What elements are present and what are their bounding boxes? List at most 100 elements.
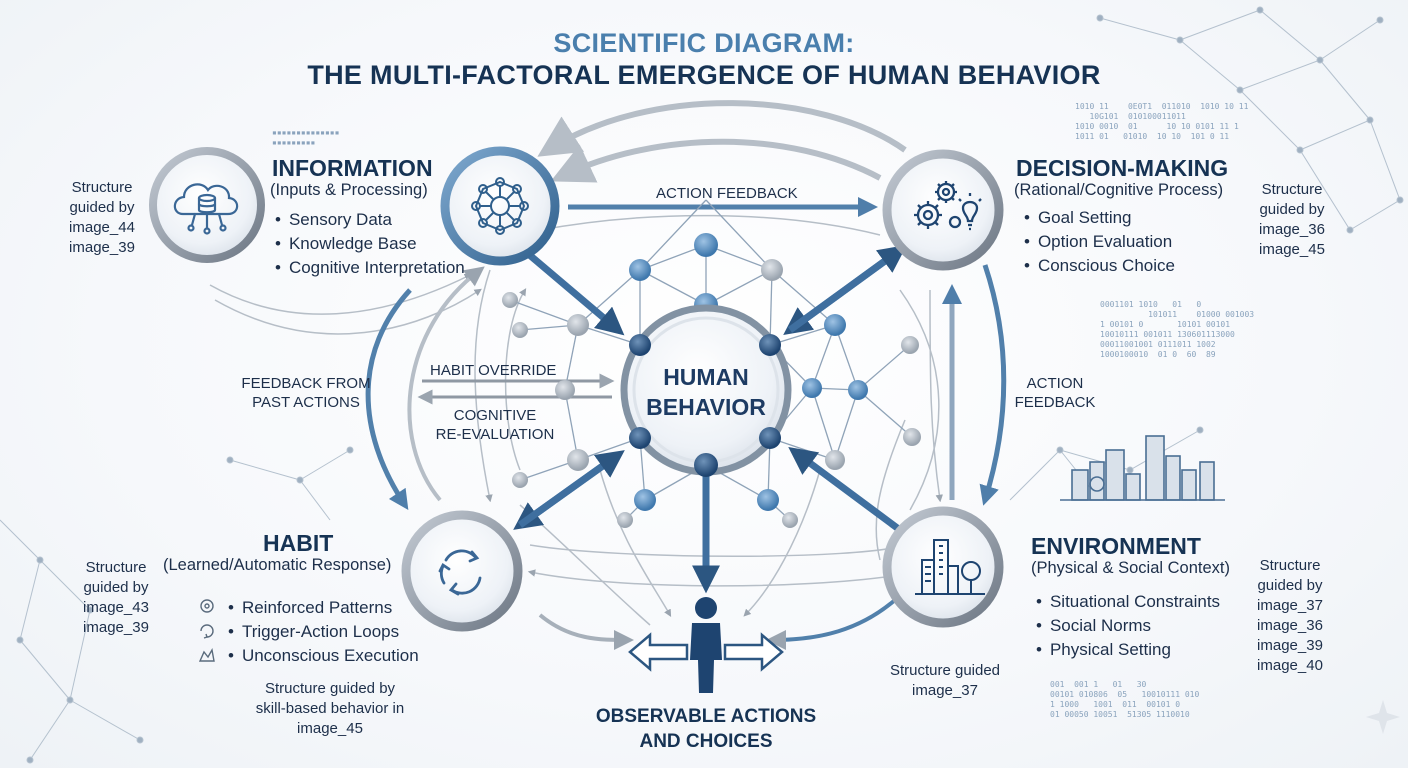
observable-actions-label: OBSERVABLE ACTIONS AND CHOICES — [566, 704, 846, 754]
decision-note: Structure guided by image_36 image_45 — [1252, 180, 1332, 260]
bottom-label-line: OBSERVABLE ACTIONS — [595, 706, 817, 727]
note-line: image_39 — [1257, 637, 1323, 654]
information-subtitle: (Inputs & Processing) — [270, 181, 428, 199]
curve-arrow-top-inner — [550, 138, 882, 183]
bottom-label-line: AND CHOICES — [639, 731, 773, 752]
person-choice-arrows-icon — [628, 597, 784, 693]
note-line: image_39 — [69, 239, 135, 256]
binary-bottom-right: 001 001 1 01 30 00101 010806 05 10010111… — [1050, 680, 1200, 719]
decision-orb — [882, 149, 1004, 271]
note-line: Structure — [85, 559, 147, 576]
label-line: PAST ACTIONS — [252, 394, 360, 411]
environment-heading: ENVIRONMENT — [1031, 533, 1201, 559]
environment-bullet: Social Norms — [1036, 614, 1220, 638]
decision-bullet: Conscious Choice — [1024, 254, 1175, 278]
note-line: Structure guided — [889, 662, 1001, 679]
habit-subtitle: (Learned/Automatic Response) — [163, 556, 392, 574]
habit-orb — [401, 510, 523, 632]
habit-heading: HABIT — [263, 530, 334, 556]
information-heading: INFORMATION — [272, 155, 433, 181]
note-line: image_45 — [297, 720, 363, 737]
note-line: Structure — [1261, 181, 1323, 198]
note-line: guided by — [1257, 577, 1323, 594]
note-line: image_40 — [1257, 657, 1323, 674]
information-bullet: Knowledge Base — [275, 232, 465, 256]
label-line: RE-EVALUATION — [435, 426, 555, 443]
environment-note: Structure guided by image_37 image_36 im… — [1250, 556, 1330, 676]
curve-arrow-top-outer — [537, 100, 907, 157]
habit-bullet: Trigger-Action Loops — [228, 620, 419, 644]
note-line: skill-based behavior in — [255, 700, 405, 717]
title-line-2: THE MULTI-FACTORAL EMERGENCE OF HUMAN BE… — [307, 60, 1101, 90]
habit-note: Structure guided by image_43 image_39 — [76, 558, 156, 638]
center-label-line: BEHAVIOR — [646, 394, 766, 420]
label-line: FEEDBACK — [1014, 394, 1096, 411]
information-bullet: Sensory Data — [275, 208, 465, 232]
note-line: image_44 — [69, 219, 135, 236]
environment-bullets: Situational Constraints Social Norms Phy… — [1036, 590, 1220, 662]
title-line-1: SCIENTIFIC DIAGRAM: — [553, 28, 855, 58]
information-bullet: Cognitive Interpretation — [275, 256, 465, 280]
note-line: image_37 — [1257, 597, 1323, 614]
note-line: image_45 — [1259, 241, 1325, 258]
environment-subtitle: (Physical & Social Context) — [1031, 559, 1230, 577]
arrow-habit-up — [407, 266, 485, 502]
habit-override-label: HABIT OVERRIDE — [430, 362, 557, 379]
trigger-action-icon — [200, 624, 214, 639]
reinforced-patterns-icon — [200, 599, 214, 613]
arrow-decision-down — [979, 264, 1007, 506]
decision-bullet: Option Evaluation — [1024, 230, 1175, 254]
decision-bullets: Goal Setting Option Evaluation Conscious… — [1024, 206, 1175, 278]
label-line: FEEDBACK FROM — [241, 375, 371, 392]
feedback-past-actions-label: FEEDBACK FROM PAST ACTIONS — [236, 374, 376, 412]
network-hub-icon — [471, 177, 529, 235]
execution-icon — [198, 647, 215, 662]
environment-bullet: Physical Setting — [1036, 638, 1220, 662]
information-orb — [149, 147, 265, 263]
label-line: COGNITIVE — [453, 407, 537, 424]
note-line: image_43 — [83, 599, 149, 616]
city-skyline-icon — [1060, 435, 1225, 501]
information-network-orb — [440, 146, 560, 266]
note-line: image_37 — [912, 682, 978, 699]
note-line: image_36 — [1259, 221, 1325, 238]
mesh-nodes — [502, 233, 921, 528]
information-bullets: Sensory Data Knowledge Base Cognitive In… — [275, 208, 465, 280]
environment-note-bottom: Structure guided image_37 — [880, 661, 1010, 701]
decision-bullet: Goal Setting — [1024, 206, 1175, 230]
note-line: guided by — [1259, 201, 1325, 218]
habit-bullet: Unconscious Execution — [228, 644, 419, 668]
note-line: image_39 — [83, 619, 149, 636]
note-line: Structure — [71, 179, 133, 196]
decision-subtitle: (Rational/Cognitive Process) — [1014, 181, 1224, 199]
note-line: guided by — [83, 579, 149, 596]
habit-note-bottom: Structure guided by skill-based behavior… — [230, 679, 430, 739]
action-feedback-top-label: ACTION FEEDBACK — [656, 185, 798, 202]
center-label: HUMAN BEHAVIOR — [626, 362, 786, 422]
cycle-arrows-icon — [438, 549, 482, 596]
center-label-line: HUMAN — [663, 364, 749, 390]
note-line: guided by — [69, 199, 135, 216]
action-feedback-right-label: ACTION FEEDBACK — [1010, 374, 1100, 412]
habit-bullets: Reinforced Patterns Trigger-Action Loops… — [228, 596, 419, 668]
center-orb — [620, 304, 792, 477]
decision-heading: DECISION-MAKING — [1016, 155, 1229, 181]
note-line: Structure — [1259, 557, 1321, 574]
environment-bullet: Situational Constraints — [1036, 590, 1220, 614]
habit-bullet: Reinforced Patterns — [228, 596, 419, 620]
corner-network-bottom-left — [0, 446, 354, 764]
city-tree-icon — [915, 539, 985, 595]
cloud-database-icon — [173, 183, 239, 235]
cognitive-reevaluation-label: COGNITIVE RE-EVALUATION — [430, 406, 560, 444]
note-line: Structure guided by — [264, 680, 396, 697]
label-line: ACTION — [1026, 375, 1084, 392]
sparkle-icon — [1366, 700, 1400, 734]
corner-network-top-right — [1096, 6, 1404, 234]
binary-top-right: 1010 11 0E0T1 011010 1010 10 11 10G101 0… — [1075, 102, 1249, 141]
binary-mid-right: 0001101 1010 01 0 101011 01000 001003 1 … — [1100, 300, 1255, 359]
gears-lightbulb-icon — [914, 181, 982, 231]
arrow-feedback-left — [365, 288, 412, 510]
information-note: Structure guided by image_44 image_39 — [62, 178, 142, 258]
binary-top-left: ▪▪▪▪▪▪▪▪▪▪▪▪▪▪ ▪▪▪▪▪▪▪▪▪ — [272, 128, 340, 147]
